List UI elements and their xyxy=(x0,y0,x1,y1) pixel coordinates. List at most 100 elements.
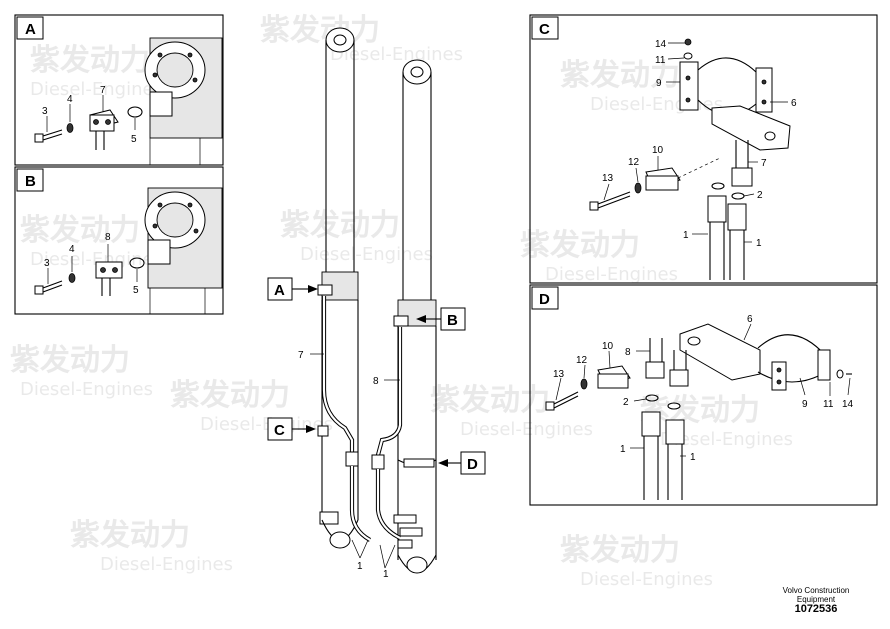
o-ring-2 xyxy=(711,182,725,190)
watermark-brand: 紫发动力 xyxy=(10,343,130,378)
label-13: 13 xyxy=(553,369,565,380)
watermark-brand: 紫发动力 xyxy=(260,13,380,48)
footer-company: Volvo Construction Equipment xyxy=(776,586,856,604)
label-7: 7 xyxy=(298,350,304,361)
watermark-brand: 紫发动力 xyxy=(20,213,140,248)
watermark-sub: Diesel-Engines xyxy=(660,429,793,450)
watermark-sub: Diesel-Engines xyxy=(30,249,163,270)
hose-7 xyxy=(317,284,355,455)
svg-text:C: C xyxy=(274,422,285,439)
bolt-13 xyxy=(545,391,579,411)
watermark-brand: 紫发动力 xyxy=(170,378,290,413)
label-11: 11 xyxy=(823,399,834,410)
o-ring-2 xyxy=(645,394,659,402)
label-1: 1 xyxy=(683,230,689,241)
svg-text:D: D xyxy=(467,456,478,473)
callout-c: C xyxy=(267,417,316,441)
label-1: 1 xyxy=(620,444,626,455)
panel-c: C xyxy=(529,14,878,284)
panel-b-frame xyxy=(14,166,224,315)
cylinder-head xyxy=(144,37,223,165)
o-ring xyxy=(127,106,143,118)
label-3: 3 xyxy=(42,106,48,117)
watermark-brand: 紫发动力 xyxy=(70,518,190,553)
tube-7 xyxy=(731,140,753,187)
bolt xyxy=(34,280,63,295)
label-1: 1 xyxy=(756,238,762,249)
callout-d: D xyxy=(438,451,486,475)
label-11: 11 xyxy=(655,55,666,66)
bracket-6 xyxy=(679,323,761,381)
panel-a: A 3 4 7 5 xyxy=(14,14,224,166)
panel-a-title: A xyxy=(25,21,36,38)
hose-block xyxy=(89,109,119,150)
label-8: 8 xyxy=(373,376,379,387)
hose-block-10 xyxy=(645,157,721,191)
watermark-brand: 紫发动力 xyxy=(30,43,150,78)
hose-block-10 xyxy=(597,365,631,389)
bolt-13 xyxy=(589,191,631,211)
label-1: 1 xyxy=(357,561,363,572)
panel-b-title: B xyxy=(25,173,36,190)
watermark-sub: Diesel-Engines xyxy=(300,244,433,265)
hoses-1 xyxy=(641,411,685,500)
label-8: 8 xyxy=(625,347,631,358)
main-assembly: 7 8 1 1 A B C D xyxy=(267,27,486,580)
watermark-brand: 紫发动力 xyxy=(430,383,550,418)
panel-d-title: D xyxy=(539,291,550,308)
label-9: 9 xyxy=(656,78,662,89)
label-3: 3 xyxy=(44,258,50,269)
panel-b: B 3 4 8 5 xyxy=(14,166,224,315)
hose-clamp xyxy=(679,38,773,116)
watermark-sub: Diesel-Engines xyxy=(580,569,713,590)
washer-12 xyxy=(634,182,642,194)
hoses-1 xyxy=(345,451,423,549)
watermark-sub: Diesel-Engines xyxy=(200,414,333,435)
watermark-brand: 紫发动力 xyxy=(560,58,680,93)
panel-d: D xyxy=(529,284,878,506)
svg-text:A: A xyxy=(274,282,285,299)
washer xyxy=(68,273,76,283)
label-1: 1 xyxy=(383,569,389,580)
panel-a-title-box xyxy=(16,16,44,40)
footer-dept: Equipment xyxy=(796,595,836,604)
label-7: 7 xyxy=(761,158,767,169)
bracket-6 xyxy=(711,105,791,151)
label-4: 4 xyxy=(67,94,73,105)
label-6: 6 xyxy=(791,98,797,109)
panel-d-frame xyxy=(529,284,878,506)
label-7: 7 xyxy=(100,85,106,96)
hose-8 xyxy=(375,315,409,456)
label-2: 2 xyxy=(623,397,629,408)
label-12: 12 xyxy=(628,157,640,168)
watermark-brand: 紫发动力 xyxy=(280,208,400,243)
washer-12 xyxy=(580,378,588,390)
watermark-sub: Diesel-Engines xyxy=(20,379,153,400)
tubes-8 xyxy=(645,338,689,387)
label-8: 8 xyxy=(105,232,111,243)
label-12: 12 xyxy=(576,355,588,366)
watermark-sub: Diesel-Engines xyxy=(460,419,593,440)
watermark-brand: 紫发动力 xyxy=(520,228,640,263)
label-10: 10 xyxy=(602,341,614,352)
hoses-1 xyxy=(707,195,747,280)
watermark-sub: Diesel-Engines xyxy=(30,79,163,100)
panel-a-frame xyxy=(14,14,224,166)
cylinder-head xyxy=(144,187,223,314)
hose-block xyxy=(95,261,123,296)
label-14: 14 xyxy=(655,39,667,50)
watermark-brand: 紫发动力 xyxy=(560,533,680,568)
watermark-sub: Diesel-Engines xyxy=(330,44,463,65)
svg-text:B: B xyxy=(447,312,458,329)
panel-b-title-box xyxy=(16,168,44,192)
panel-c-title: C xyxy=(539,21,550,38)
bolt xyxy=(34,129,63,143)
label-13: 13 xyxy=(602,173,614,184)
footer-company-name: Volvo Construction xyxy=(782,586,850,595)
washer xyxy=(66,123,74,133)
o-ring xyxy=(129,257,145,269)
label-10: 10 xyxy=(652,145,664,156)
panel-c-frame xyxy=(529,14,878,284)
label-1: 1 xyxy=(690,452,696,463)
